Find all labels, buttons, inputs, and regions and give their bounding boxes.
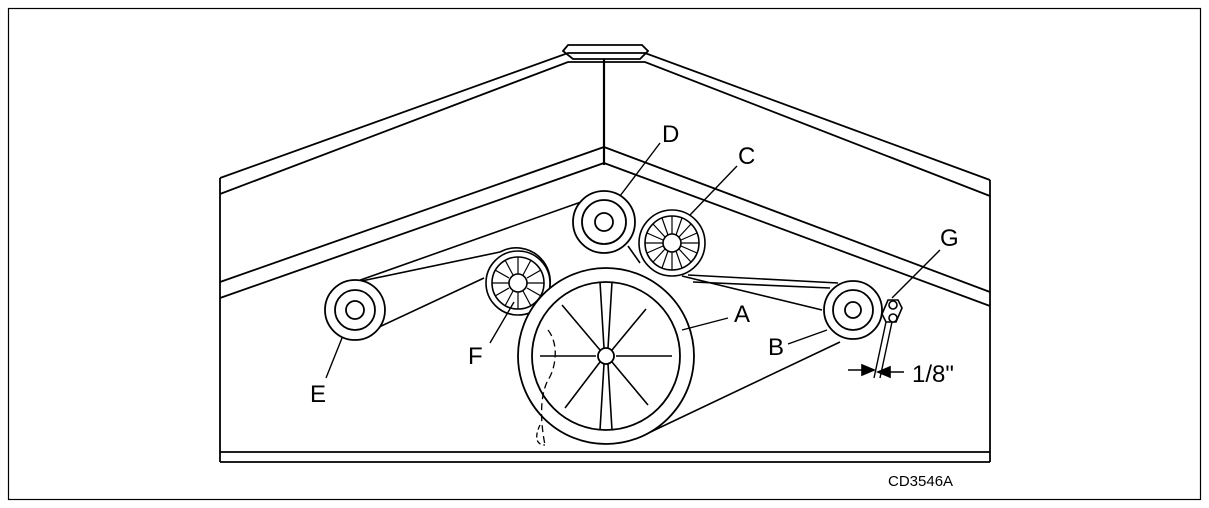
figure-code: CD3546A xyxy=(888,473,953,490)
figure-border xyxy=(7,7,1202,501)
housing xyxy=(219,44,991,463)
pulley-A xyxy=(517,267,695,446)
label-A: A xyxy=(734,301,750,328)
label-E: E xyxy=(310,381,326,408)
pulley-E xyxy=(324,279,386,341)
leader-lines xyxy=(325,142,941,379)
label-B: B xyxy=(768,334,784,361)
clearance-arrows xyxy=(848,363,904,379)
pulley-B xyxy=(823,280,883,340)
pulley-C xyxy=(638,209,706,277)
label-G: G xyxy=(940,225,959,252)
pulley-D xyxy=(572,190,636,254)
clearance-note: 1/8" xyxy=(912,361,954,388)
label-C: C xyxy=(738,143,755,170)
belt-guide-G xyxy=(873,299,903,379)
label-D: D xyxy=(662,121,679,148)
label-F: F xyxy=(468,343,483,370)
pulley-F xyxy=(485,250,551,316)
